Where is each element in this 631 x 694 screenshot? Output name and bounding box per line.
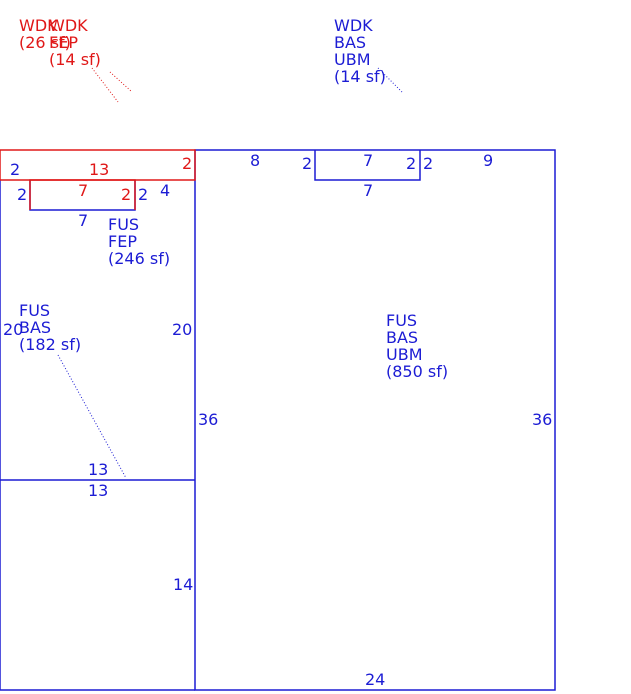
dimension-label: 36 [198, 410, 218, 429]
label-line: (26 sf) [19, 33, 71, 52]
dimension-labels-red: 13 2 7 2 [78, 154, 192, 204]
leader-fus-bas [57, 354, 127, 479]
blue-outlines [0, 149, 556, 691]
dimension-label: 7 [363, 151, 373, 170]
dimension-label: 2 [302, 154, 312, 173]
top-notch-outline [314, 150, 421, 181]
dimension-label: 7 [78, 211, 88, 230]
dimension-label: 2 [182, 154, 192, 173]
leader-wdk-fep [91, 67, 119, 103]
red-outlines [0, 149, 196, 210]
area-label-wdk-26: WDK (26 sf) [19, 16, 71, 52]
label-line: (182 sf) [19, 335, 81, 354]
label-line: FEP [49, 33, 78, 52]
dimension-label: 8 [250, 151, 260, 170]
label-line: WDK [334, 16, 373, 35]
label-line: BAS [386, 328, 418, 347]
dimension-label: 9 [483, 151, 493, 170]
area-label-wdk-bas-ubm: WDK BAS UBM (14 sf) [334, 16, 386, 86]
dimension-label: 36 [532, 410, 552, 429]
dimension-label: 7 [363, 181, 373, 200]
area-label-fus-bas-ubm: FUS BAS UBM (850 sf) [386, 311, 448, 381]
dimension-label: 24 [365, 670, 385, 689]
label-line: FUS [19, 301, 50, 320]
dimension-label: 13 [89, 160, 109, 179]
dimension-label: 20 [3, 320, 23, 339]
dimension-label: 7 [78, 181, 88, 200]
dimension-label: 20 [172, 320, 192, 339]
left-area-outline [0, 180, 195, 691]
label-line: BAS [19, 318, 51, 337]
dimension-label: 2 [138, 185, 148, 204]
dimension-label: 2 [17, 185, 27, 204]
label-line: FEP [108, 232, 137, 251]
dimension-label: 13 [88, 460, 108, 479]
label-line: (850 sf) [386, 362, 448, 381]
label-line: UBM [334, 50, 371, 69]
dimension-label: 2 [121, 185, 131, 204]
dimension-label: 13 [88, 481, 108, 500]
label-line: FUS [108, 215, 139, 234]
label-line: (14 sf) [49, 50, 101, 69]
dimension-labels-blue: 8 2 7 2 2 9 7 2 2 2 4 7 20 20 36 36 13 1… [3, 151, 552, 689]
area-label-wdk-fep: WDK FEP (14 sf) [49, 16, 101, 69]
label-line: BAS [334, 33, 366, 52]
label-line: FUS [386, 311, 417, 330]
area-label-fus-fep: FUS FEP (246 sf) [108, 215, 170, 268]
leader-wdk-26 [109, 71, 133, 93]
label-line: (14 sf) [334, 67, 386, 86]
dimension-label: 14 [173, 575, 193, 594]
label-line: WDK [19, 16, 58, 35]
main-large-area-outline [194, 149, 556, 691]
label-line: UBM [386, 345, 423, 364]
red-notch-top [29, 179, 136, 210]
dimension-label: 2 [10, 160, 20, 179]
label-line: (246 sf) [108, 249, 170, 268]
area-label-fus-bas-182: FUS BAS (182 sf) [19, 301, 81, 354]
dimension-label: 2 [423, 154, 433, 173]
leader-lines [57, 67, 403, 479]
label-line: WDK [49, 16, 88, 35]
dimension-label: 2 [406, 154, 416, 173]
dimension-label: 4 [160, 181, 170, 200]
